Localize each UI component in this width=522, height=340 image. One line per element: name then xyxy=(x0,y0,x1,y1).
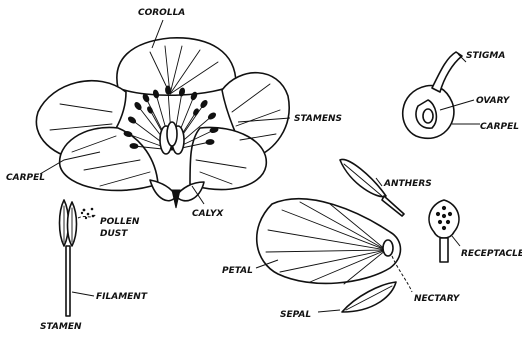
receptacle-illustration xyxy=(429,200,460,262)
label-nectary: NECTARY xyxy=(414,294,461,304)
label-calyx: CALYX xyxy=(192,209,224,219)
label-carpel-detail: CARPEL xyxy=(480,122,519,132)
flower-calyx xyxy=(150,180,204,208)
label-ovary: OVARY xyxy=(476,96,511,106)
label-filament: FILAMENT xyxy=(96,292,148,302)
sepal-illustration xyxy=(318,282,396,312)
flower-petal-front-left xyxy=(60,127,158,190)
stamen-illustration xyxy=(60,200,97,316)
label-receptacle: RECEPTACLE xyxy=(461,249,522,259)
label-carpel-flower: CARPEL xyxy=(6,173,45,183)
label-stamens: STAMENS xyxy=(294,114,342,124)
label-stamen: STAMEN xyxy=(40,322,82,332)
label-sepal: SEPAL xyxy=(280,310,311,320)
label-pollen-dust-line2: DUST xyxy=(100,229,128,239)
label-stigma: STIGMA xyxy=(466,51,505,61)
label-pollen-dust-line1: POLLEN xyxy=(100,217,140,227)
label-corolla: COROLLA xyxy=(138,8,185,18)
petal-illustration xyxy=(256,199,412,292)
carpel-illustration xyxy=(403,52,480,138)
label-petal: PETAL xyxy=(222,266,253,276)
label-anthers: ANTHERS xyxy=(383,179,432,189)
flower-illustration xyxy=(36,20,290,208)
